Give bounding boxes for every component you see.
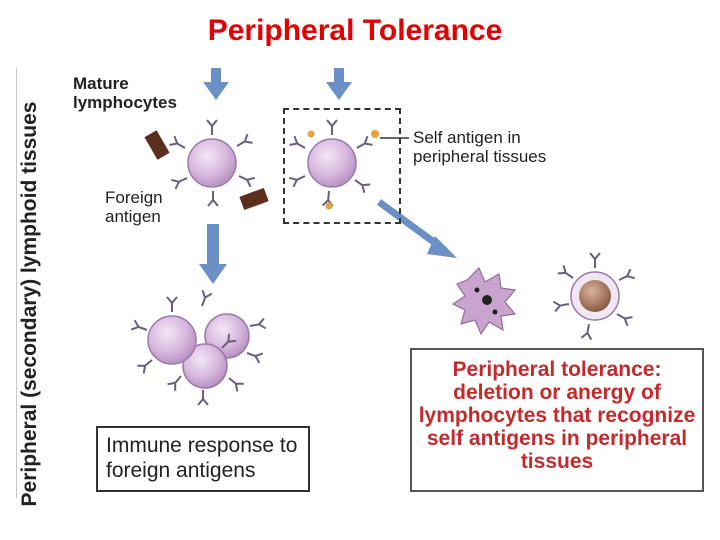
- immune-response-box: Immune response to foreign antigens: [96, 426, 310, 492]
- dendritic-cell: [451, 266, 517, 336]
- proliferating-lymphocyte-cluster: [130, 289, 267, 406]
- immune-response-text: Immune response to foreign antigens: [106, 434, 298, 482]
- peripheral-tolerance-text: Peripheral tolerance: deletion or anergy…: [418, 358, 696, 473]
- inflow-arrow-right: [326, 68, 352, 100]
- self-antigen-region-box: [283, 108, 401, 224]
- lymphoid-tissue-axis-label: Peripheral (secondary) lymphoid tissues: [18, 101, 41, 507]
- peripheral-tolerance-box: Peripheral tolerance: deletion or anergy…: [410, 348, 704, 492]
- inflow-arrow-left: [203, 68, 229, 100]
- self-antigen-label: Self antigen in peripheral tissues: [413, 128, 547, 166]
- foreign-antigen-particles: [144, 130, 269, 211]
- down-arrow-activation: [199, 224, 227, 284]
- anergic-lymphocyte-cell: [552, 252, 636, 341]
- foreign-antigen-label: Foreign antigen: [105, 188, 163, 226]
- mature-lymphocyte-cell: [168, 119, 256, 207]
- diagonal-arrow-tolerance: [376, 199, 457, 258]
- diagram-artwork: [130, 68, 636, 406]
- self-antigen-dots: [307, 130, 379, 210]
- diagram-figure: Peripheral (secondary) lymphoid tissues …: [16, 68, 714, 506]
- page-title: Peripheral Tolerance: [207, 14, 503, 47]
- self-reactive-lymphocyte-cell: [288, 119, 374, 208]
- mature-lymphocytes-label: Mature lymphocytes: [73, 74, 177, 112]
